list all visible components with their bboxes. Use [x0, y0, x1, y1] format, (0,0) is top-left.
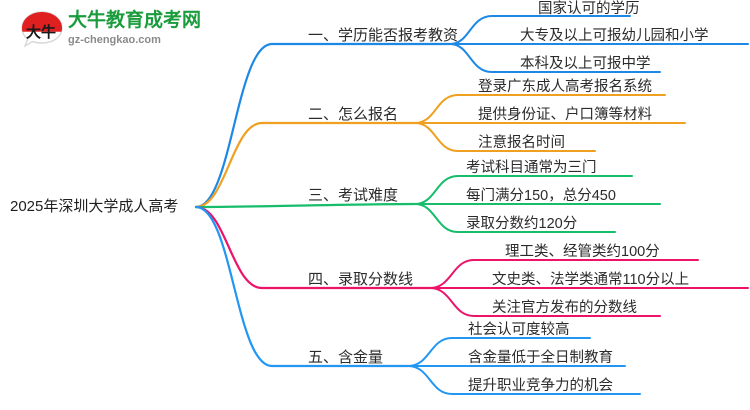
branch-2-wires	[194, 94, 686, 209]
leaf-label-4-2[interactable]: 文史类、法学类通常110分以上	[492, 272, 690, 288]
leaf-label-5-1[interactable]: 社会认可度较高	[468, 322, 570, 338]
branch-1-wires	[194, 15, 749, 209]
branch-label-5[interactable]: 五、含金量	[308, 349, 384, 366]
site-logo: 大牛 大牛教育成考网 gz-chengkao.com	[8, 6, 201, 54]
branch-label-3[interactable]: 三、考试难度	[308, 187, 399, 204]
leaf-label-3-2[interactable]: 每门满分150，总分450	[466, 188, 616, 204]
leaf-label-2-2[interactable]: 提供身份证、户口簿等材料	[478, 107, 652, 123]
leaf-label-5-2[interactable]: 含金量低于全日制教育	[468, 350, 613, 366]
leaf-label-2-1[interactable]: 登录广东成人高考报名系统	[478, 79, 652, 95]
branch-label-2[interactable]: 二、怎么报名	[308, 106, 399, 123]
leaf-label-5-3[interactable]: 提升职业竞争力的机会	[468, 378, 613, 394]
svg-text:大牛: 大牛	[26, 23, 56, 41]
logo-domain: gz-chengkao.com	[68, 34, 161, 46]
branch-5-wires	[194, 205, 641, 395]
leaf-label-3-1[interactable]: 考试科目通常为三门	[466, 160, 597, 176]
logo-text: 大牛教育成考网 gz-chengkao.com	[68, 10, 201, 47]
branch-3-wires	[194, 175, 661, 233]
branch-label-1[interactable]: 一、学历能否报考教资	[308, 27, 459, 44]
root-node-label[interactable]: 2025年深圳大学成人高考	[10, 198, 179, 215]
leaf-label-2-3[interactable]: 注意报名时间	[478, 135, 565, 151]
bull-logo-icon: 大牛	[20, 10, 64, 50]
logo-title: 大牛教育成考网	[68, 10, 202, 31]
leaf-label-1-3[interactable]: 本科及以上可报中学	[520, 56, 651, 72]
leaf-label-3-3[interactable]: 录取分数约120分	[466, 216, 578, 232]
leaf-label-4-3[interactable]: 关注官方发布的分数线	[492, 300, 637, 316]
branch-label-4[interactable]: 四、录取分数线	[308, 271, 414, 288]
leaf-label-1-1[interactable]: 国家认可的学历	[538, 1, 640, 17]
leaf-label-4-1[interactable]: 理工类、经管类约100分	[505, 244, 660, 260]
leaf-label-1-2[interactable]: 大专及以上可报幼儿园和小学	[520, 28, 709, 44]
